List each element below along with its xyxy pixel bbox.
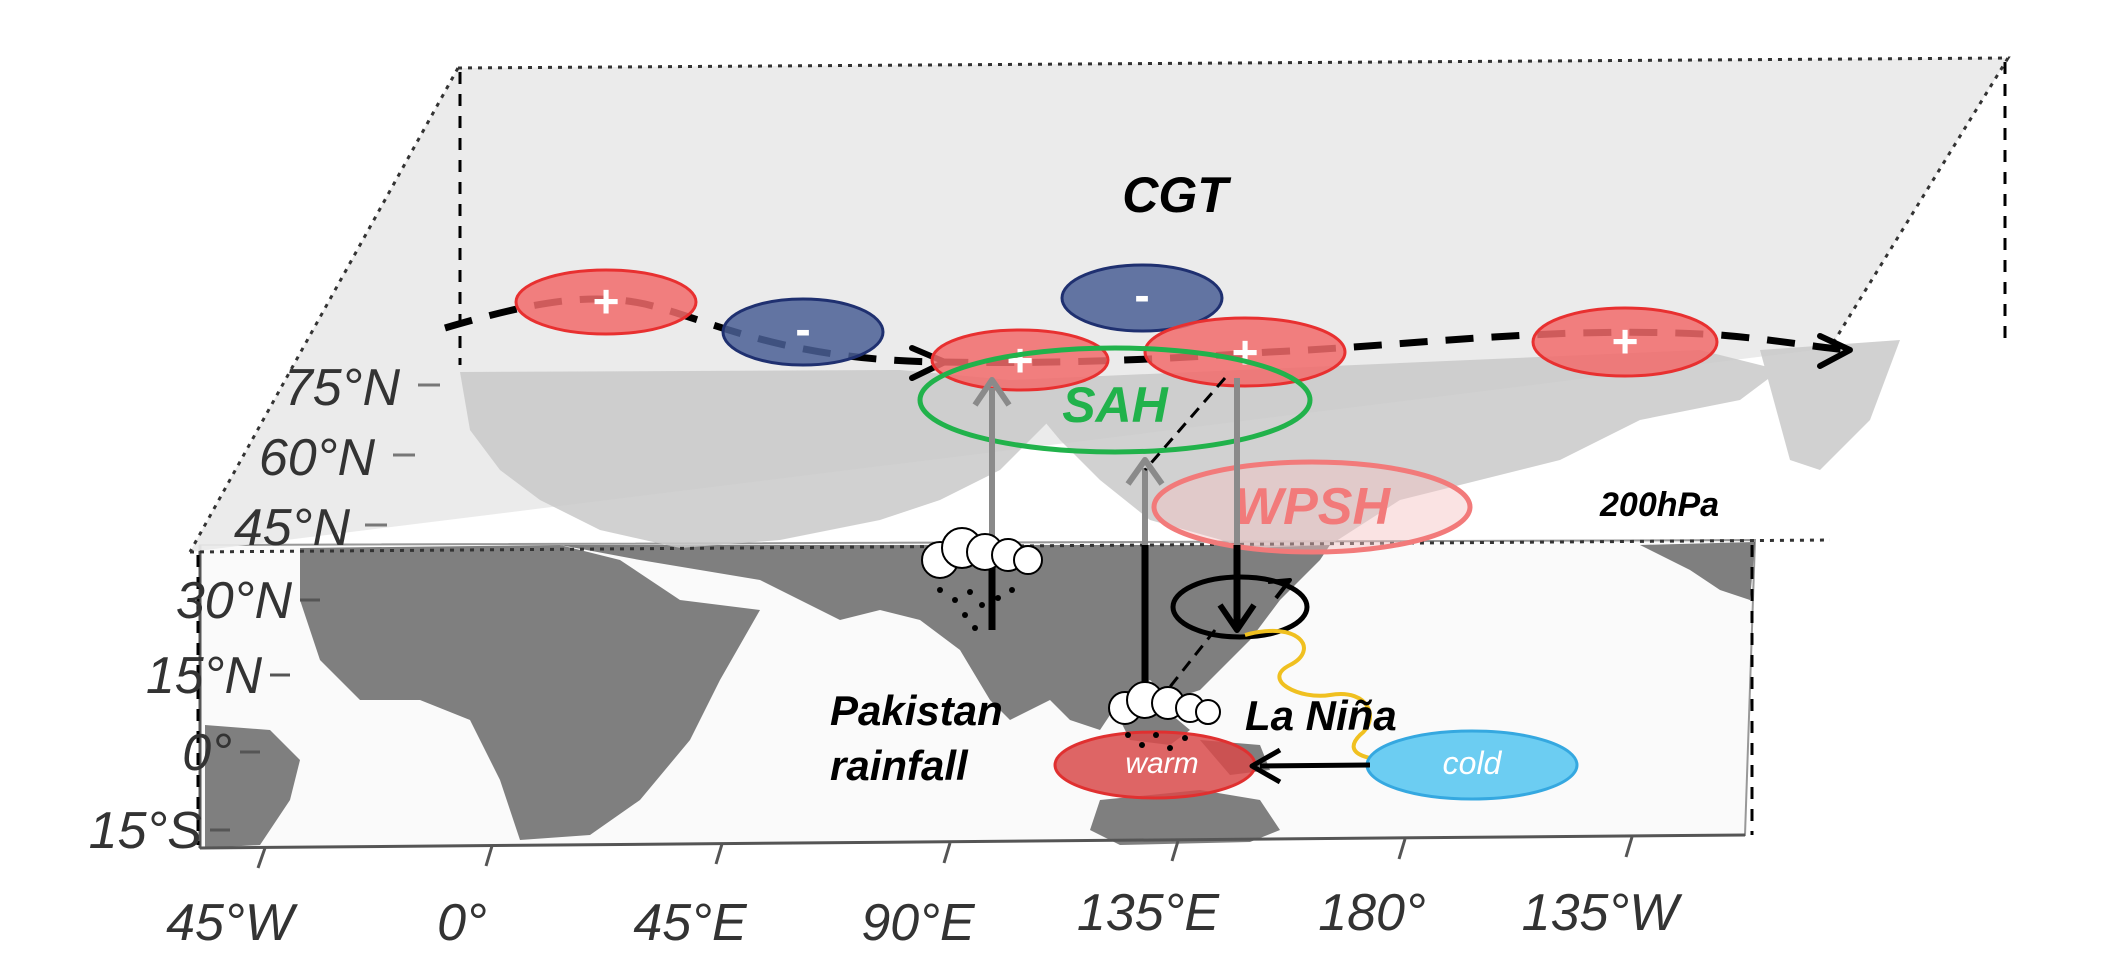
sah-label: SAH: [1062, 377, 1168, 433]
anomaly-centers: + - + - + +: [514, 263, 1719, 392]
rain-cloud-maritime: [1108, 681, 1221, 751]
wpsh-contour: [1151, 459, 1473, 555]
australia-land: [1090, 790, 1280, 845]
pressure-level-label: 200hPa: [1599, 486, 1719, 524]
north-america-land: [1640, 542, 1755, 600]
cold-to-warm-arrow-line: [1259, 762, 1371, 769]
cold-label: cold: [1443, 745, 1503, 781]
lon-tick-label: 135°W: [1522, 884, 1684, 942]
cgt-title: CGT: [1122, 167, 1232, 223]
descending-arrowhead: [1217, 603, 1257, 633]
longitude-axis: 45°W 0° 45°E 90°E 135°E 180° 135°W: [166, 836, 1684, 952]
lat-tick-label: 0°: [182, 724, 232, 782]
negative-anomaly-north: -: [1060, 263, 1224, 333]
lat-tick-label: 60°N: [259, 429, 376, 487]
rain-cloud-pakistan: [921, 527, 1043, 631]
lon-tick-label: 45°W: [166, 894, 299, 952]
cold-sst-patch: cold: [1365, 729, 1579, 801]
positive-anomaly-europe: +: [514, 268, 698, 336]
sah-contour: [917, 345, 1313, 455]
anomaly-sign-minus: -: [795, 303, 810, 355]
upper-plane-left-edge: [188, 67, 460, 553]
africa-land: [300, 545, 760, 840]
upper-plane-border: [457, 56, 2011, 349]
wave-arrowhead-2: [1817, 333, 1853, 369]
pakistan-rainfall-label-line2: rainfall: [830, 742, 969, 789]
anomaly-sign-plus: +: [1007, 334, 1034, 386]
maritime-arrowhead: [1125, 457, 1165, 486]
lon-tick-label: 135°E: [1077, 884, 1221, 942]
lon-tick-label: 0°: [437, 894, 487, 952]
lat-tick-label: 75°N: [284, 359, 401, 417]
lat-tick-label: 45°N: [234, 499, 351, 557]
anomaly-sign-plus: +: [1232, 326, 1259, 378]
pakistan-rainfall-label-line1: Pakistan: [830, 687, 1003, 734]
anomaly-sign-minus: -: [1134, 269, 1149, 321]
positive-anomaly-pacific: +: [1531, 306, 1719, 378]
lat-tick-label: 15°S: [89, 802, 203, 860]
positive-anomaly-central-asia: +: [930, 328, 1110, 392]
lon-tick-label: 45°E: [633, 894, 748, 952]
wpsh-label: WPSH: [1234, 478, 1391, 536]
lon-tick-label: 180°: [1318, 884, 1426, 942]
positive-anomaly-east-asia: +: [1143, 316, 1347, 388]
negative-anomaly-west: -: [721, 297, 885, 367]
lat-tick-label: 30°N: [176, 572, 293, 630]
lower-bottom-axis: [199, 833, 1746, 850]
anomaly-sign-plus: +: [1612, 315, 1639, 367]
anomaly-sign-plus: +: [593, 275, 620, 327]
warm-label: warm: [1125, 747, 1198, 780]
lat-tick-label: 15°N: [146, 647, 263, 705]
lon-tick-label: 90°E: [861, 894, 976, 952]
cold-to-warm-arrowhead: [1249, 747, 1282, 785]
south-america-land: [205, 725, 300, 848]
la-nina-label: La Niña: [1245, 692, 1397, 739]
warm-sst-patch: warm: [1053, 730, 1257, 800]
upper-latitude-axis: 75°N 60°N 45°N: [234, 359, 440, 557]
upper-faint-land: [460, 340, 1900, 548]
pakistan-arrowhead: [972, 377, 1012, 407]
anticyclone-circulation: [1170, 574, 1310, 640]
lower-latitude-axis: 30°N 15°N 0° 15°S: [89, 572, 320, 860]
dashed-link-upper: [1143, 377, 1227, 471]
